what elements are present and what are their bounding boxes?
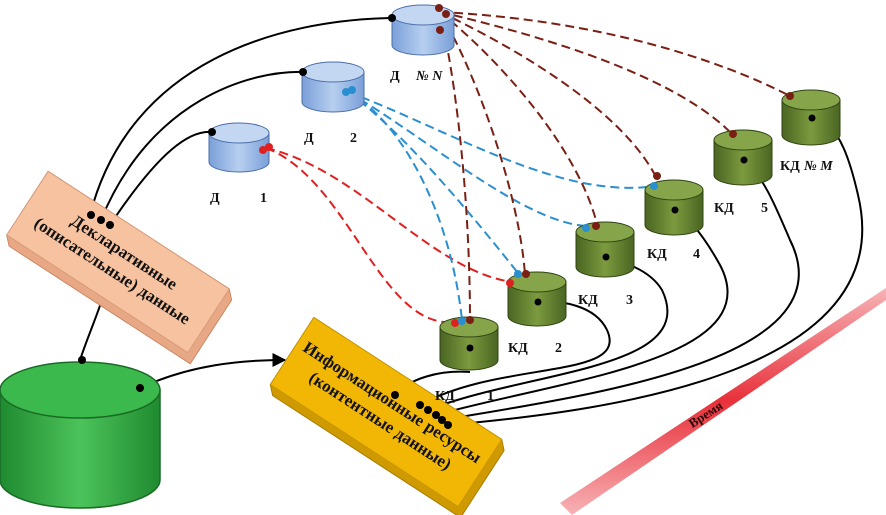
content-label-m-letter: КД bbox=[780, 159, 800, 174]
content-label-4-num: 4 bbox=[693, 247, 700, 262]
declarative-label-2-num: 2 bbox=[350, 131, 357, 146]
declarative-label-n-letter: Д bbox=[390, 69, 400, 84]
content-label-1-letter: КД bbox=[435, 389, 455, 404]
declarative-cylinder-2: Д 2 bbox=[301, 61, 365, 146]
content-label-5-letter: КД bbox=[714, 201, 734, 216]
declarative-cylinders: Д 1 Д 2 Д № N bbox=[208, 4, 455, 206]
declarative-links bbox=[89, 17, 393, 226]
declarative-label-1-letter: Д bbox=[210, 191, 220, 206]
brown-dashed-links bbox=[439, 11, 791, 323]
main-database bbox=[0, 361, 161, 509]
declarative-cylinder-1: Д 1 bbox=[208, 122, 270, 206]
content-label-4-letter: КД bbox=[647, 247, 667, 262]
declarative-label-n-num: № N bbox=[415, 69, 443, 84]
connection-dots bbox=[78, 4, 794, 429]
content-cylinder-1: КД 1 bbox=[435, 316, 499, 404]
time-axis: Время bbox=[560, 288, 886, 515]
content-cylinder-m: КД № M bbox=[780, 89, 841, 174]
content-cylinder-5: КД 5 bbox=[713, 129, 773, 216]
content-label-3-letter: КД bbox=[578, 293, 598, 308]
time-label: Время bbox=[686, 398, 726, 431]
content-label-3-num: 3 bbox=[626, 293, 633, 308]
content-label-2-letter: КД bbox=[508, 341, 528, 356]
content-links bbox=[394, 117, 864, 426]
declarative-label-1-num: 1 bbox=[260, 191, 267, 206]
content-cylinders: КД 1 КД 2 КД 3 КД 4 КД bbox=[435, 89, 841, 404]
content-label-2-num: 2 bbox=[555, 341, 562, 356]
declarative-cylinder-n: Д № N bbox=[390, 4, 455, 84]
content-label-1-num: 1 bbox=[487, 389, 494, 404]
red-dashed-links bbox=[265, 147, 513, 324]
blue-dashed-links bbox=[347, 91, 656, 321]
content-cylinder-3: КД 3 bbox=[575, 221, 635, 308]
content-label-5-num: 5 bbox=[761, 201, 768, 216]
content-label-m-num: № M bbox=[803, 159, 833, 174]
content-cylinder-2: КД 2 bbox=[507, 271, 567, 356]
declarative-label-2-letter: Д bbox=[304, 131, 314, 146]
declarative-data-box: Декларативные (описательные) данные bbox=[6, 170, 233, 365]
content-cylinder-4: КД 4 bbox=[644, 179, 704, 262]
